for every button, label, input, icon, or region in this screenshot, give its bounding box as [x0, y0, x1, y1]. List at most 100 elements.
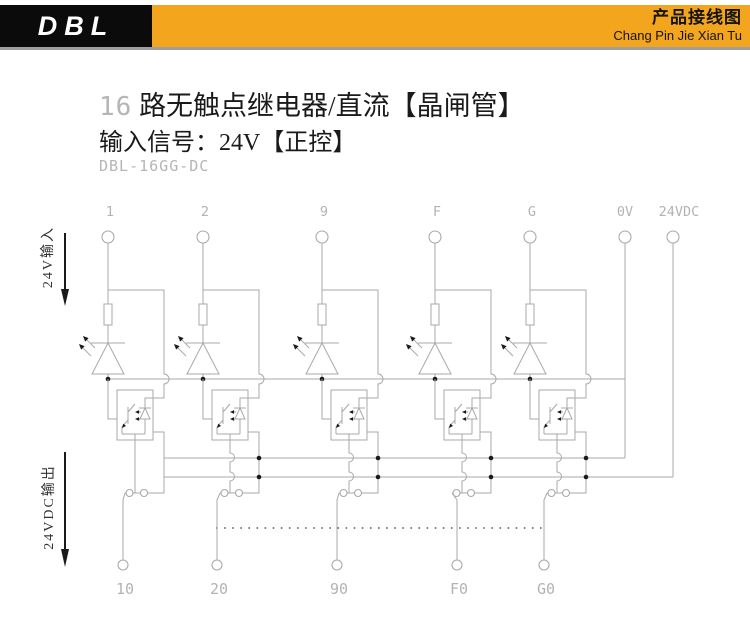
- channel-G: G G0: [501, 204, 592, 598]
- arrow-head: [122, 423, 127, 428]
- contact-circle: [125, 488, 134, 498]
- led-triangle: [91, 341, 125, 375]
- arrow-head: [135, 417, 140, 421]
- wire: [435, 289, 497, 399]
- junction-dot: [488, 455, 494, 461]
- output-terminal-circle: [211, 559, 223, 571]
- brand-logo-text: DBL: [37, 10, 115, 41]
- wire: [336, 492, 340, 560]
- wire: [202, 379, 212, 420]
- contact-circle: [339, 488, 348, 498]
- input-terminal-circle: [523, 230, 537, 244]
- led-triangle: [418, 341, 452, 375]
- wire: [474, 431, 492, 494]
- wire: [556, 434, 562, 493]
- input-terminal-label: 2: [201, 204, 209, 220]
- channel-2: 220: [174, 204, 265, 598]
- wire: [229, 434, 235, 493]
- power-terminal-0v: [618, 230, 632, 244]
- bus-lines: 0V 24VDC: [108, 204, 700, 529]
- arrow-head: [79, 344, 85, 350]
- arrow-head: [336, 423, 341, 428]
- wire: [529, 379, 539, 420]
- model-number: DBL-16GG-DC: [99, 157, 210, 175]
- input-terminal-circle: [196, 230, 210, 244]
- input-terminal-circle: [315, 230, 329, 244]
- wire: [543, 492, 548, 560]
- wire: [322, 289, 384, 399]
- power-label-24vdc: 24VDC: [659, 204, 700, 220]
- wire: [448, 419, 456, 434]
- junction-dot: [256, 455, 262, 461]
- doc-title-line1: 16 路无触点继电器/直流【晶闸管】: [99, 84, 525, 123]
- resistor: [103, 303, 113, 326]
- wire: [242, 431, 260, 494]
- wire: [203, 289, 265, 399]
- led-triangle: [305, 341, 339, 375]
- arrow-head: [83, 336, 89, 342]
- arrow-head: [501, 344, 507, 350]
- junction-dot: [488, 474, 494, 480]
- arrow-head: [557, 410, 562, 414]
- contact-circle: [561, 488, 571, 498]
- led-triangle: [513, 341, 547, 375]
- input-flow-arrow-head: [61, 289, 69, 306]
- wire: [454, 403, 463, 413]
- input-terminal-label: 9: [320, 204, 328, 220]
- output-terminal-circle: [451, 559, 463, 571]
- input-terminal-label: G: [528, 204, 536, 220]
- arrow-head: [230, 410, 235, 414]
- output-terminal-label: 90: [330, 580, 348, 598]
- power-label-0v: 0V: [617, 204, 633, 220]
- output-terminal-label: 10: [116, 580, 134, 598]
- output-terminal-label: G0: [537, 580, 555, 598]
- arrow-head: [462, 410, 467, 414]
- arrow-head: [174, 344, 180, 350]
- arrow-head: [297, 336, 303, 342]
- arrow-head: [406, 344, 412, 350]
- led-triangle: [186, 341, 220, 375]
- wire: [451, 492, 458, 560]
- wire: [461, 434, 467, 493]
- contact-circle: [234, 488, 244, 498]
- wire: [107, 379, 117, 420]
- resistor: [317, 303, 327, 326]
- arrow-head: [462, 417, 467, 421]
- arrow-head: [557, 417, 562, 421]
- wire: [543, 419, 551, 434]
- contact-circle: [353, 488, 363, 498]
- header-title-block: 产品接线图 Chang Pin Jie Xian Tu: [613, 8, 742, 44]
- wire: [361, 431, 379, 494]
- junction-dot: [583, 474, 589, 480]
- arrow-head: [410, 336, 416, 342]
- header-product-pinyin: Chang Pin Jie Xian Tu: [613, 28, 742, 43]
- junction-dot: [256, 474, 262, 480]
- wire: [127, 403, 136, 413]
- arrow-head: [230, 417, 235, 421]
- input-terminal-circle: [101, 230, 115, 244]
- contact-circle: [452, 488, 461, 498]
- wire: [434, 379, 444, 420]
- resistor: [430, 303, 440, 326]
- wire: [216, 492, 221, 560]
- wire: [108, 289, 170, 399]
- arrow-head: [217, 423, 222, 428]
- arrow-head: [544, 423, 549, 428]
- input-terminal-label: 1: [106, 204, 114, 220]
- output-terminal-circle: [117, 559, 129, 571]
- wire: [321, 379, 331, 420]
- flow-arrows: [61, 233, 69, 567]
- wire: [569, 431, 587, 494]
- arrow-head: [505, 336, 511, 342]
- wire: [122, 492, 126, 560]
- wire: [335, 419, 343, 434]
- output-flow-arrow-head: [61, 549, 69, 567]
- input-terminal-label: F: [433, 204, 441, 220]
- arrow-head: [293, 344, 299, 350]
- wire: [121, 419, 129, 434]
- arrow-head: [135, 410, 140, 414]
- junction-dot: [583, 455, 589, 461]
- output-terminal-circle: [538, 559, 550, 571]
- wire: [471, 397, 480, 408]
